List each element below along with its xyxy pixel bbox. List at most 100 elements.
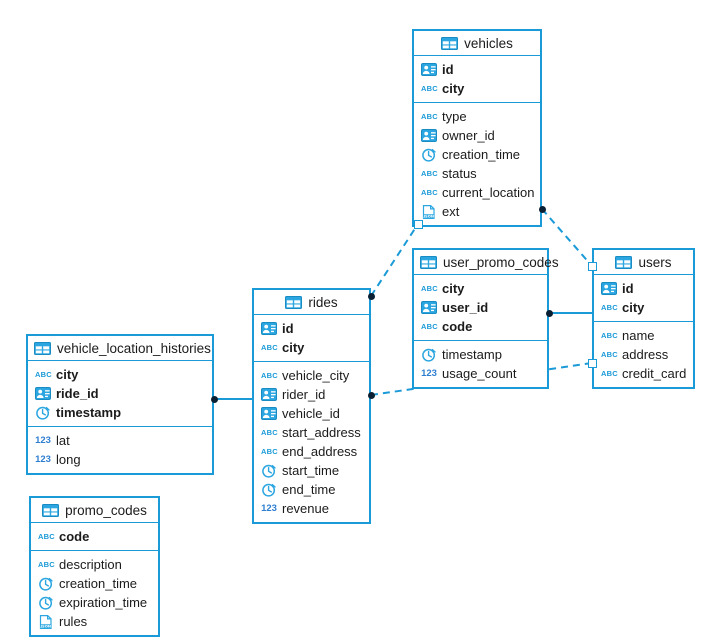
column-name: type (442, 109, 467, 124)
column-name: creation_time (59, 576, 138, 591)
svg-text:JSON: JSON (40, 624, 51, 628)
column-row[interactable]: vehicle_id (254, 404, 369, 423)
column-name: id (282, 321, 294, 336)
column-row[interactable]: timestamp (414, 345, 547, 364)
abc-icon: ABC (38, 559, 55, 569)
table-header-vehicles[interactable]: vehicles (414, 31, 540, 56)
column-name: current_location (442, 185, 535, 200)
column-name: end_time (282, 482, 336, 497)
abc-icon: ABC (38, 531, 55, 541)
table-header-users[interactable]: users (594, 250, 693, 275)
column-row[interactable]: ABC end_address (254, 442, 369, 461)
column-row[interactable]: user_id (414, 298, 547, 317)
id-card-icon (421, 129, 437, 142)
column-name: id (442, 62, 454, 77)
column-row[interactable]: id (594, 279, 693, 298)
table-title: user_promo_codes (443, 254, 559, 270)
column-name: city (442, 81, 465, 96)
relationship-source-dot-rides-vehicles (367, 292, 375, 300)
clock-icon (421, 148, 437, 162)
clock-icon (261, 464, 277, 478)
id-card-icon (261, 407, 277, 420)
id-card-icon (421, 63, 437, 76)
table-title: users (638, 254, 672, 270)
abc-icon: ABC (35, 369, 52, 379)
column-row[interactable]: end_time (254, 480, 369, 499)
table-title: vehicles (464, 35, 513, 51)
column-name: rider_id (282, 387, 326, 402)
column-row[interactable]: creation_time (414, 145, 540, 164)
column-row[interactable]: timestamp (28, 403, 212, 422)
abc-icon: ABC (601, 302, 618, 312)
id-card-icon (601, 282, 617, 295)
relationship-source-dot-rides-users (367, 391, 375, 399)
abc-icon: ABC (421, 187, 438, 197)
abc-icon: ABC (421, 168, 438, 178)
abc-icon: ABC (421, 111, 438, 121)
table-header-user_promo_codes[interactable]: user_promo_codes (414, 250, 559, 275)
table-title: vehicle_location_histories (57, 340, 211, 356)
table-icon (34, 341, 51, 355)
column-name: end_address (282, 444, 358, 459)
table-icon (285, 295, 303, 309)
column-row[interactable]: expiration_time (31, 593, 158, 612)
column-row[interactable]: ABC current_location (414, 183, 540, 202)
column-row[interactable]: start_time (254, 461, 369, 480)
column-name: address (622, 347, 669, 362)
abc-icon: ABC (261, 342, 278, 352)
id-card-icon (421, 301, 437, 314)
column-row[interactable]: id (254, 319, 369, 338)
column-row[interactable]: ABC city (594, 298, 693, 317)
column-row[interactable]: ride_id (28, 384, 212, 403)
table-header-vehicle_location_histories[interactable]: vehicle_location_histories (28, 336, 212, 361)
abc-icon: ABC (261, 427, 278, 437)
123-icon: 123 (35, 434, 51, 446)
column-row[interactable]: ABC type (414, 107, 540, 126)
column-name: ride_id (56, 386, 99, 401)
table-header-promo_codes[interactable]: promo_codes (31, 498, 158, 523)
column-row[interactable]: id (414, 60, 540, 79)
column-name: city (622, 300, 645, 315)
column-row[interactable]: owner_id (414, 126, 540, 145)
column-name: long (56, 452, 81, 467)
table-title: rides (308, 294, 338, 310)
clock-icon (35, 406, 51, 420)
abc-icon: ABC (261, 446, 278, 456)
table-header-rides[interactable]: rides (254, 290, 369, 315)
clock-icon (38, 577, 54, 591)
relationship-target-socket-rides-users (587, 358, 597, 368)
column-row[interactable]: creation_time (31, 574, 158, 593)
column-row[interactable]: rider_id (254, 385, 369, 404)
json-icon: JSON (38, 614, 54, 629)
